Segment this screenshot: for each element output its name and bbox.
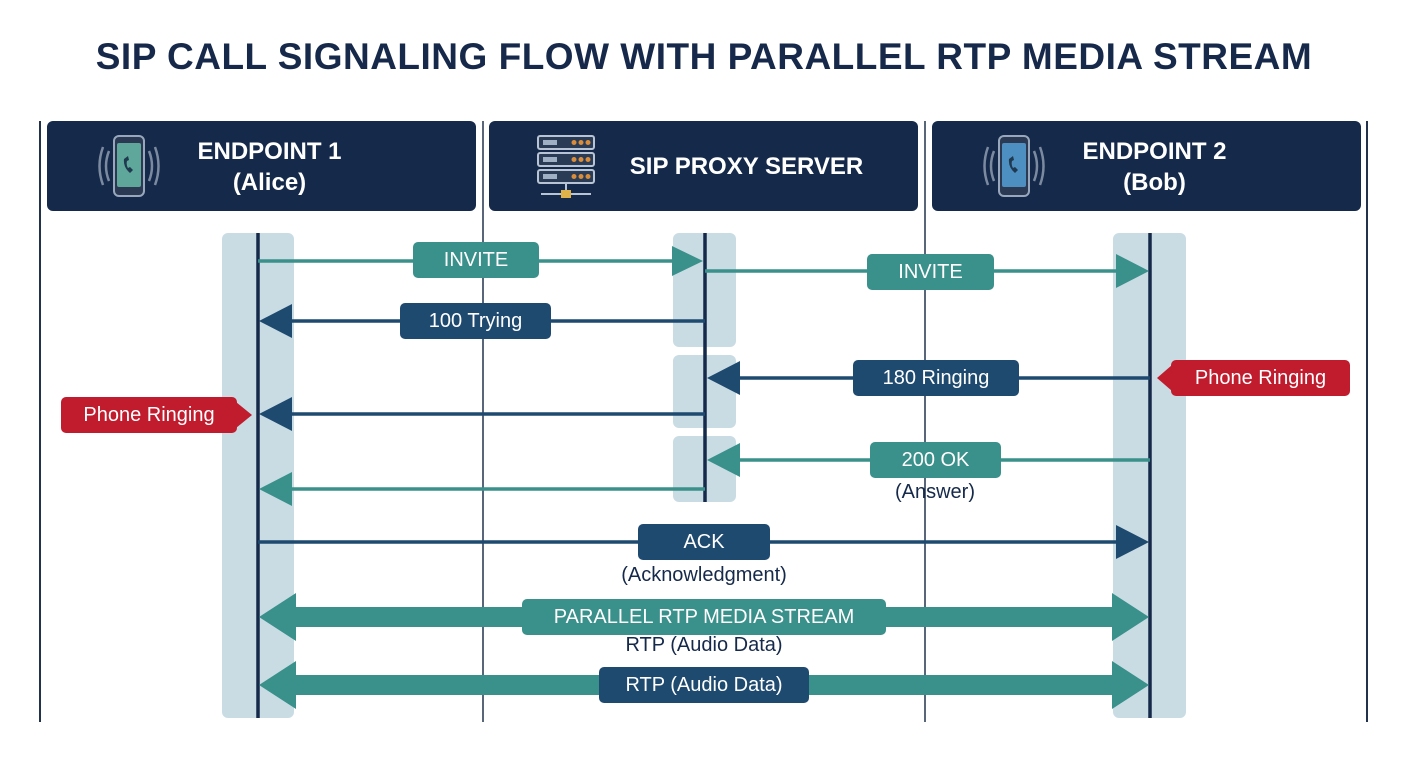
lane-separators xyxy=(39,121,1368,722)
ok-label: 200 OK xyxy=(870,442,1001,478)
endpoint-alice-header: ENDPOINT 1 (Alice) xyxy=(47,121,476,211)
endpoint-alice-subname: (Alice) xyxy=(232,169,307,196)
sip-proxy-header: SIP PROXY SERVER xyxy=(489,121,918,211)
rtp-stream-note: RTP (Audio Data) xyxy=(625,634,783,656)
diagram-title: SIP CALL SIGNALING FLOW WITH PARALLEL RT… xyxy=(95,36,1313,77)
lifelines xyxy=(256,233,1152,718)
ringing-arrow-2 xyxy=(259,397,705,431)
rtp-stream-label: PARALLEL RTP MEDIA STREAM xyxy=(522,599,886,635)
alice-ringing-badge: Phone Ringing xyxy=(61,397,237,433)
endpoint-bob-header: ENDPOINT 2 (Bob) xyxy=(932,121,1361,211)
server-rack-icon xyxy=(537,135,595,198)
bob-ringing-pointer xyxy=(1157,365,1172,391)
endpoint-bob-subname: (Bob) xyxy=(1123,169,1186,196)
ok-note: (Answer) xyxy=(894,481,975,503)
ack-label: ACK xyxy=(638,524,770,560)
smartphone-icon xyxy=(983,135,1045,197)
trying-label: 100 Trying xyxy=(400,303,551,339)
endpoint-alice-name: ENDPOINT 1 xyxy=(197,138,342,165)
ok-arrow-2 xyxy=(259,472,705,506)
ack-note: (Acknowledgment) xyxy=(621,564,787,586)
bob-ringing-badge: Phone Ringing xyxy=(1171,360,1350,396)
invite-label-2: INVITE xyxy=(867,254,994,290)
alice-ringing-pointer xyxy=(236,402,252,428)
endpoint-bob-name: ENDPOINT 2 xyxy=(1082,138,1227,165)
smartphone-icon xyxy=(98,135,160,197)
rtp-audio-label: RTP (Audio Data) xyxy=(599,667,809,703)
sip-proxy-name: SIP PROXY SERVER xyxy=(629,153,864,180)
invite-label-1: INVITE xyxy=(413,242,539,278)
ringing-label: 180 Ringing xyxy=(853,360,1019,396)
